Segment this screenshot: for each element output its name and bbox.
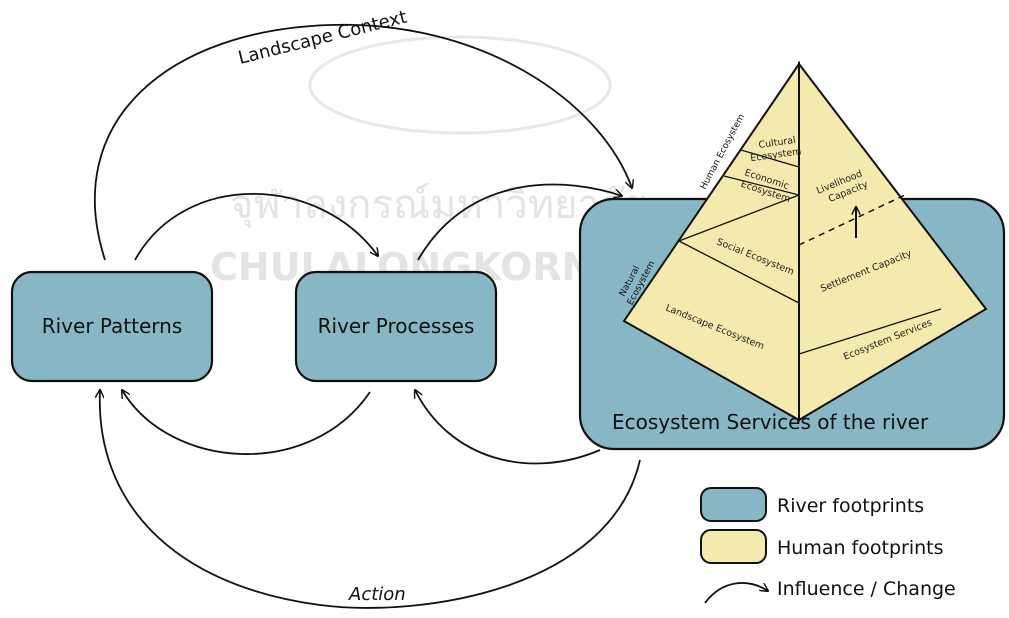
landscape-context-label: Landscape Context — [236, 7, 409, 69]
action-arrow — [100, 390, 641, 609]
pyramid: Cultural Ecosystem Economic Ecosystem So… — [618, 60, 988, 422]
pyramid-divider — [740, 149, 800, 168]
pyramid-divider — [798, 308, 942, 355]
river-processes-box — [294, 270, 498, 383]
river-processes-label: River Processes — [318, 314, 475, 338]
pyramid-right-face — [798, 61, 988, 422]
legend-human-label: Human footprints — [777, 537, 944, 559]
processes-to-patterns-arrow — [122, 390, 371, 455]
processes-to-ecosystem-arrow — [417, 183, 622, 261]
river-patterns-box — [10, 270, 214, 383]
pyramid-dashed-divider — [798, 193, 908, 246]
legend-river-swatch — [700, 487, 767, 522]
pyramid-divider — [723, 175, 800, 196]
patterns-to-processes-arrow — [134, 193, 378, 261]
legend-influence-arrow-icon — [704, 582, 768, 604]
legend-human-swatch — [700, 529, 767, 564]
ecosystem-to-processes-arrow — [415, 390, 601, 465]
action-label: Action — [348, 584, 406, 605]
watermark-thai: จุฬาลงกรณ์มหาวิทยาลัย — [230, 182, 648, 229]
arrows — [94, 23, 641, 609]
landscape-context-arrow — [94, 23, 632, 261]
legend: River footprints Human footprints Influe… — [700, 487, 956, 604]
legend-influence-label: Influence / Change — [777, 578, 956, 600]
pyramid-divider — [678, 194, 800, 242]
ecosystem-services-label: Ecosystem Services of the river — [612, 410, 929, 434]
pyramid-divider — [678, 240, 800, 304]
river-patterns-label: River Patterns — [42, 314, 183, 338]
legend-river-label: River footprints — [777, 495, 924, 517]
